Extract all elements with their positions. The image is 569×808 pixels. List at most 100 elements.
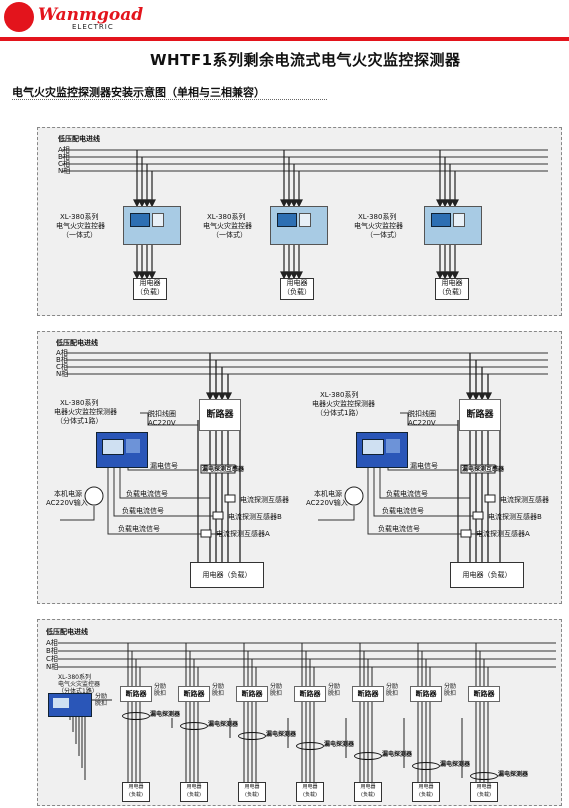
- p2r-coil-volt: AC220V: [408, 419, 436, 427]
- p2r-leak-signal: 漏电信号: [410, 462, 438, 470]
- p2l-load-signal-2: 负载电流信号: [122, 507, 164, 515]
- p3-trip-1: 分励: [95, 693, 108, 700]
- unit1-model: XL-380系列: [60, 213, 99, 221]
- p3-load-label: 用电器: [418, 784, 434, 790]
- p2l-coil-volt: AC220V: [148, 419, 176, 427]
- p3-leak-sensor-5: 漏电探测器: [382, 751, 413, 758]
- p3-load-box-5: 用电器 (负载): [354, 782, 382, 802]
- p2l-name: 电器火灾监控探测器: [54, 408, 117, 416]
- p3-leak-sensor-1: 漏电探测器: [150, 711, 181, 718]
- p3-load-label: 用电器: [244, 784, 260, 790]
- p3-load-box-3: 用电器(负载): [238, 782, 266, 802]
- p2l-leak-sensor: 漏电探测互感器: [202, 466, 245, 473]
- p3-trip-label-1: 分励: [154, 683, 167, 690]
- panel1-feeder-label: 低压配电进线: [58, 135, 100, 143]
- panel3-feeder-label: 低压配电进线: [46, 628, 88, 636]
- panel3-phase-n: N相: [46, 663, 59, 671]
- p3-trip-sub-4: 脱扣: [328, 690, 341, 697]
- p3-load-sub: (负载): [361, 792, 375, 798]
- p2l-breaker: 断路器: [199, 399, 241, 431]
- p3-type: （分体式1路）: [58, 688, 98, 695]
- p2r-load-box: 用电器（负载）: [450, 562, 524, 588]
- p3-load-sub: (负载): [477, 792, 491, 798]
- p2r-sensor-b: 电流探测互感器B: [488, 513, 542, 521]
- panel1-phase-b: B相: [58, 153, 70, 161]
- p3-trip-2: 脱扣: [95, 700, 108, 707]
- unit3-monitor-device: [424, 206, 482, 245]
- p3-load-box-1: 用电器 (负载): [122, 782, 150, 802]
- p3-load-label: 用电器: [128, 784, 144, 790]
- panel3-phase-b: B相: [46, 647, 58, 655]
- brand-name: Wanmgoad: [38, 5, 144, 25]
- subtitle-underline: [12, 99, 327, 100]
- p3-breaker-4: 断路器: [294, 686, 326, 702]
- p2r-sensor-1: 电流探测互感器: [500, 496, 549, 504]
- p3-load-box-4: 用电器(负载): [296, 782, 324, 802]
- unit3-load-box: 用电器 （负载）: [435, 278, 469, 300]
- p3-trip-label-2: 分励: [212, 683, 225, 690]
- brand-sub: ELECTRIC: [72, 23, 114, 31]
- p2l-type: （分体式1路）: [56, 417, 103, 425]
- p2l-power-input: AC220V输入: [46, 499, 88, 507]
- panel2-phase-c: C相: [56, 363, 68, 371]
- p2r-model: XL-380系列: [320, 391, 359, 399]
- p3-trip-label-6: 分励: [444, 683, 457, 690]
- brand-logo-icon: [4, 2, 34, 32]
- p2l-load-signal-3: 负载电流信号: [118, 525, 160, 533]
- unit3-model: XL-380系列: [358, 213, 397, 221]
- p3-sensor-ring-1: [122, 712, 150, 720]
- p2r-load-signal-3: 负载电流信号: [378, 525, 420, 533]
- p2r-power-input: AC220V输入: [306, 499, 348, 507]
- p2r-type: （分体式1路）: [316, 409, 363, 417]
- p3-sensor-ring-3: [238, 732, 266, 740]
- p3-trip-sub-1: 脱扣: [154, 690, 167, 697]
- unit2-model: XL-380系列: [207, 213, 246, 221]
- p3-trip-sub-2: 脱扣: [212, 690, 225, 697]
- p3-leak-sensor-6: 漏电探测器: [440, 761, 471, 768]
- unit1-name: 电气火灾监控器: [56, 222, 105, 230]
- unit1-load-box: 用电器 （负载）: [133, 278, 167, 300]
- unit2-load-label: 用电器: [286, 279, 308, 287]
- panel2-phase-n: N相: [56, 370, 69, 378]
- p3-breaker-1: 断路器: [120, 686, 152, 702]
- section-subtitle: 电气火灾监控探测器安装示意图（单相与三相兼容）: [12, 86, 265, 99]
- p2r-breaker: 断路器: [459, 399, 501, 431]
- p2r-sensor-a: 电流探测互感器A: [476, 530, 530, 538]
- unit3-type: （一体式）: [366, 231, 401, 239]
- panel1-phase-a: A相: [58, 146, 70, 154]
- unit2-load-sub: （负载）: [283, 288, 311, 296]
- p3-sensor-ring-4: [296, 742, 324, 750]
- p2l-sensor-1: 电流探测互感器: [240, 496, 289, 504]
- p2r-detector-device: [356, 432, 408, 468]
- p3-monitor-device: [48, 693, 92, 717]
- p3-sensor-ring-2: [180, 722, 208, 730]
- p2r-coil: 脱扣线圈: [408, 410, 436, 418]
- unit1-load-label: 用电器: [139, 279, 161, 287]
- p3-load-sub: (负载): [129, 792, 143, 798]
- p3-load-sub: (负载): [303, 792, 317, 798]
- p2r-leak-sensor: 漏电探测互感器: [462, 466, 505, 473]
- p3-leak-sensor-7: 漏电探测器: [498, 771, 529, 778]
- p2l-detector-device: [96, 432, 148, 468]
- p2r-load-signal-1: 负载电流信号: [386, 490, 428, 498]
- p3-load-label: 用电器: [476, 784, 492, 790]
- p3-load-box-2: 用电器(负载): [180, 782, 208, 802]
- p2l-load-box: 用电器（负载）: [190, 562, 264, 588]
- p3-load-box-6: 用电器(负载): [412, 782, 440, 802]
- p3-leak-sensor-2: 漏电探测器: [208, 721, 239, 728]
- p3-model: XL-380系列: [58, 674, 91, 681]
- p2l-leak-signal: 漏电信号: [150, 462, 178, 470]
- p3-load-label: 用电器: [360, 784, 376, 790]
- p3-breaker-3: 断路器: [236, 686, 268, 702]
- p2r-power: 本机电源: [314, 490, 342, 498]
- panel1-phase-c: C相: [58, 160, 70, 168]
- p3-name: 电气火灾监控器: [58, 681, 101, 688]
- unit1-type: （一体式）: [62, 231, 97, 239]
- p3-load-box-7: 用电器 (负载): [470, 782, 498, 802]
- p3-trip-label-3: 分励: [270, 683, 283, 690]
- p2l-sensor-a: 电流探测互感器A: [216, 530, 270, 538]
- p2l-load-signal-1: 负载电流信号: [126, 490, 168, 498]
- p2l-coil: 脱扣线圈: [148, 410, 176, 418]
